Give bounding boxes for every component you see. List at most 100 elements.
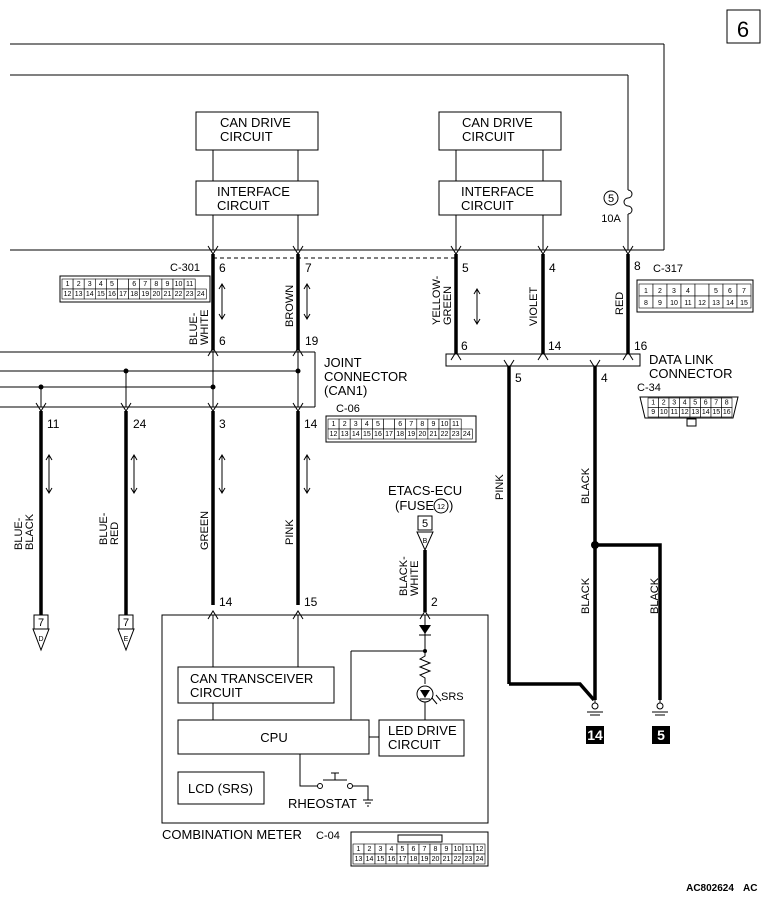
fuse-number-circle [603, 190, 619, 206]
connector-pin-number: 22 [454, 856, 462, 863]
wire-color-violet: VIOLET [528, 287, 540, 326]
data-link-connector-label-1: DATA LINK [649, 352, 714, 367]
connector-pin-number: 7 [423, 846, 427, 853]
pin-label: 7 [305, 261, 312, 275]
srs-label: SRS [441, 691, 464, 703]
connector-c317-label: C-317 [653, 263, 683, 275]
connector-pin-number: 14 [726, 300, 734, 307]
connector-pin-number: 9 [658, 300, 662, 307]
fuse-ref-close: ) [449, 498, 453, 513]
connector-c04-label: C-04 [316, 830, 340, 842]
connector-pin-number: 13 [75, 291, 83, 298]
wire-color-blue-black-2: BLACK [24, 513, 36, 550]
connector-pin-number: 15 [712, 409, 720, 416]
meter-wire [299, 754, 318, 787]
wire-color-blue-red-2: RED [109, 522, 121, 545]
connector-pin-number: 21 [164, 291, 172, 298]
connector-pin-number: 8 [420, 421, 424, 428]
connector-pin-number: 4 [99, 281, 103, 288]
wire-color-blue-white-1: BLUE- [188, 312, 200, 345]
wire-color-black-3: BLACK [649, 577, 661, 614]
connector-pin-number: 8 [725, 400, 729, 407]
pin-label: 15 [304, 595, 318, 609]
ref-5b-letter: B [423, 538, 428, 545]
ground-5-label: 5 [657, 727, 665, 743]
wire-color-yellow-green-2: GREEN [442, 286, 454, 325]
connector-pin-number: 3 [88, 281, 92, 288]
connector-pin-number: 8 [154, 281, 158, 288]
connector-pin-cell [194, 288, 207, 300]
connector-pin-number: 1 [357, 846, 361, 853]
connector-pin-number: 23 [452, 431, 460, 438]
connector-pin-number: 5 [110, 281, 114, 288]
connector-pin-cell [736, 295, 752, 309]
wire-color-black-2: BLACK [580, 577, 592, 614]
connector-pin-number: 9 [431, 421, 435, 428]
connector-pin-number: 18 [410, 856, 418, 863]
wire-color-blue-white-2: WHITE [199, 310, 211, 345]
connector-pin-number: 15 [97, 291, 105, 298]
connector-pin-number: 5 [714, 288, 718, 295]
connector-pin-number: 1 [66, 281, 70, 288]
connector-pin-number: 2 [368, 846, 372, 853]
fuse-ref-number: 12 [437, 504, 445, 511]
lcd-box [177, 771, 265, 805]
connector-pin-number: 9 [165, 281, 169, 288]
wire-color-red: RED [614, 292, 626, 315]
connector-pin-number: 6 [132, 281, 136, 288]
connector-pin-number: 12 [476, 846, 484, 853]
connector-pin-number: 9 [651, 409, 655, 416]
connector-pin-number: 24 [463, 431, 471, 438]
meter-ground-icon [352, 785, 373, 807]
connector-pin-number: 15 [377, 856, 385, 863]
connector-pin-number: 9 [445, 846, 449, 853]
figure-code: AC802624 [686, 883, 734, 894]
connector-pin-number: 11 [186, 281, 193, 288]
led-diode-icon [420, 690, 430, 698]
connector-pin-number: 7 [714, 400, 718, 407]
connector-pin-cell [383, 418, 395, 430]
connector-pin-number: 15 [363, 431, 371, 438]
interface-2-line2: CIRCUIT [461, 198, 514, 213]
connector-pin-cell [117, 278, 129, 290]
connector-pin-number: 4 [686, 288, 690, 295]
connector-pin-number: 20 [152, 291, 160, 298]
can-drive-1-line1: CAN DRIVE [220, 115, 291, 130]
fuse-symbol [623, 189, 633, 215]
connector-pin-number: 12 [64, 291, 72, 298]
connector-pin-number: 6 [704, 400, 708, 407]
connector-pin-cell [460, 428, 473, 440]
ref-5b-num: 5 [422, 518, 428, 530]
connector-pin-number: 4 [683, 400, 687, 407]
fuse-ref-label: (FUSE [395, 498, 434, 513]
can-transceiver-line2: CIRCUIT [190, 685, 243, 700]
switch-contact [347, 783, 353, 789]
connector-pin-number: 13 [355, 856, 363, 863]
joint-arrows [35, 347, 304, 412]
can-drive-circuit-1 [195, 111, 319, 151]
connector-pin-number: 3 [672, 400, 676, 407]
diode-icon [419, 625, 431, 634]
pin-label: 3 [219, 417, 226, 431]
pin-label: 6 [461, 339, 468, 353]
data-link-connector-label-2: CONNECTOR [649, 366, 733, 381]
connector-pin-number: 5 [401, 846, 405, 853]
connector-pin-number: 6 [412, 846, 416, 853]
wire-color-black-1: BLACK [580, 467, 592, 504]
connector-pin-number: 21 [443, 856, 451, 863]
connector-pin-number: 3 [672, 288, 676, 295]
connector-pin-number: 22 [441, 431, 449, 438]
connector-pin-number: 19 [421, 856, 429, 863]
led-drive-box [378, 719, 465, 757]
ground-symbol-14: 14 [586, 700, 604, 744]
joint-connector-label-2: CONNECTOR [324, 369, 408, 384]
pin-label: 5 [515, 371, 522, 385]
connector-pin-number: 23 [186, 291, 194, 298]
resistor-icon [418, 651, 432, 684]
connector-pin-number: 12 [681, 409, 689, 416]
cpu-label: CPU [260, 730, 287, 745]
can-transceiver-line1: CAN TRANSCEIVER [190, 671, 313, 686]
